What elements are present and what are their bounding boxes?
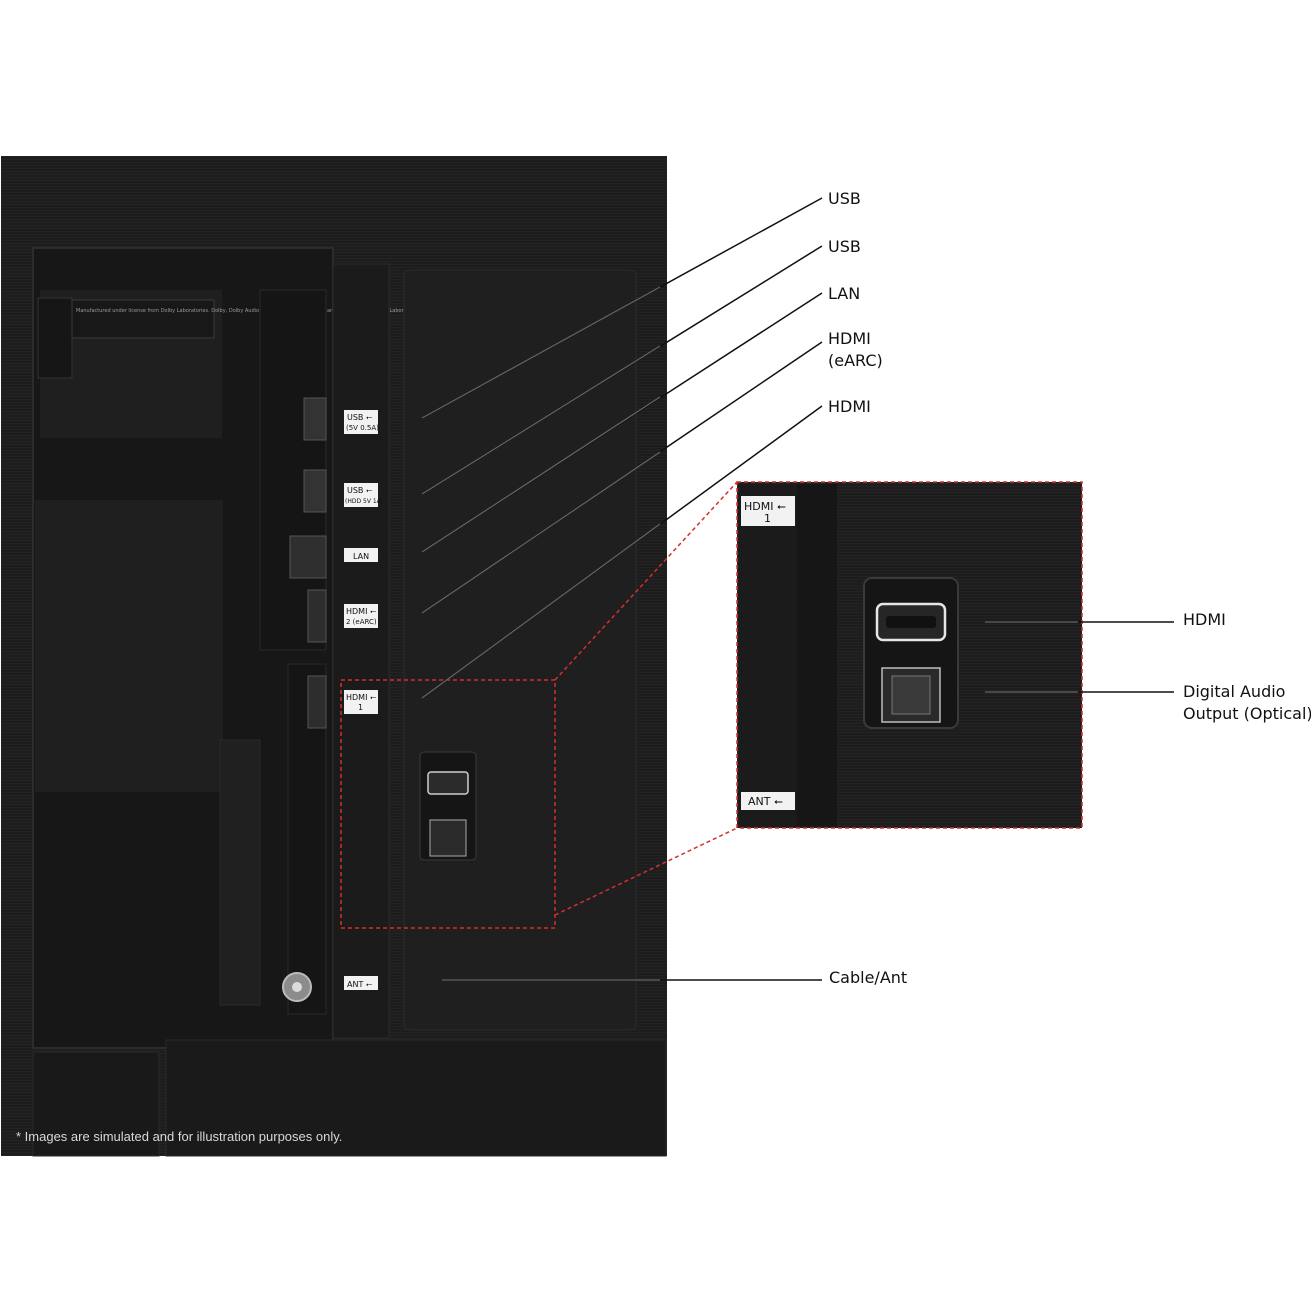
- highlight-box: [340, 679, 556, 929]
- leader-hdmi-earc-over: [421, 451, 661, 614]
- leader-lan-over: [421, 396, 661, 553]
- lower-bracket: [219, 739, 261, 1006]
- zoom-connector-top: [554, 481, 738, 681]
- zoom-column: [797, 484, 837, 826]
- zoom-connector-bottom: [554, 827, 738, 916]
- hdmi1-label: HDMI ⭠: [346, 693, 377, 702]
- bottom-foot: [32, 1051, 160, 1157]
- zoom-hdmi1-plate: [741, 496, 795, 526]
- zoom-optical-shutter: [891, 675, 931, 715]
- middle-inner-panel: [35, 500, 223, 792]
- lan-label: LAN: [353, 552, 369, 561]
- usb1-label: USB ⭠: [347, 413, 373, 422]
- callout-hdmi: HDMI: [828, 397, 871, 416]
- callout-usb-2: USB: [828, 237, 861, 256]
- zoom-ant-label: ANT ⭠: [748, 795, 783, 808]
- coax-pin: [292, 982, 302, 992]
- callout-zoom-hdmi: HDMI: [1183, 610, 1226, 629]
- ant-label: ANT ⭠: [347, 980, 373, 989]
- hdmi2-label: HDMI ⭠: [346, 607, 377, 616]
- zoom-hdmi1-label: HDMI ⭠: [744, 500, 786, 513]
- leader-usb-2-over: [421, 345, 661, 495]
- callout-hdmi-earc-line2: (eARC): [828, 351, 883, 370]
- zoom-label-strip: [739, 484, 797, 826]
- usb-port-2: [303, 469, 327, 513]
- bottom-stand: [165, 1039, 667, 1157]
- hdmi2-spec: 2 (eARC): [346, 618, 377, 626]
- leader-hdmi-over: [421, 523, 661, 699]
- callout-hdmi-earc: HDMI (eARC): [828, 328, 883, 372]
- callout-hdmi-earc-line1: HDMI: [828, 329, 871, 348]
- usb1-spec: (5V 0.5A): [346, 424, 379, 432]
- usb2-spec: (HDD 5V 1A): [345, 498, 383, 505]
- zoom-ant-plate: [741, 792, 795, 810]
- callout-digital-audio-line2: Output (Optical): [1183, 704, 1311, 723]
- usb2-label-plate: [344, 483, 378, 507]
- zoom-hdmi-slot: [886, 616, 936, 628]
- hdmi1-num: 1: [358, 703, 363, 712]
- usb1-label-plate: [344, 410, 378, 434]
- callout-digital-audio: Digital Audio Output (Optical): [1183, 681, 1311, 725]
- zoom-hdmi1-num: 1: [764, 512, 771, 525]
- right-inset-panel: [403, 269, 637, 1031]
- callout-lan: LAN: [828, 284, 861, 303]
- dolby-notice: Manufactured under license from Dolby La…: [76, 308, 423, 314]
- disclaimer: * Images are simulated and for illustrat…: [16, 1129, 343, 1144]
- dolby-notice-box: [71, 299, 215, 339]
- hdmi2-port: [307, 589, 327, 643]
- small-optical-port: [429, 819, 467, 857]
- usb-port-1: [303, 397, 327, 441]
- hdmi1-label-plate: [344, 690, 378, 714]
- ant-label-plate: [344, 976, 378, 990]
- callout-usb-1: USB: [828, 189, 861, 208]
- leader-usb-1-over: [421, 286, 661, 419]
- small-hdmi-port: [427, 771, 469, 795]
- dolby-sticker: [37, 297, 73, 379]
- usb2-label: USB ⭠: [347, 486, 373, 495]
- callout-cable-ant: Cable/Ant: [829, 968, 908, 987]
- label-strip: [332, 263, 390, 1039]
- lan-port: [289, 535, 327, 579]
- callout-digital-audio-line1: Digital Audio: [1183, 682, 1286, 701]
- hdmi1-port: [307, 675, 327, 729]
- hdmi2-label-plate: [344, 604, 378, 628]
- lan-label-plate: [344, 548, 378, 562]
